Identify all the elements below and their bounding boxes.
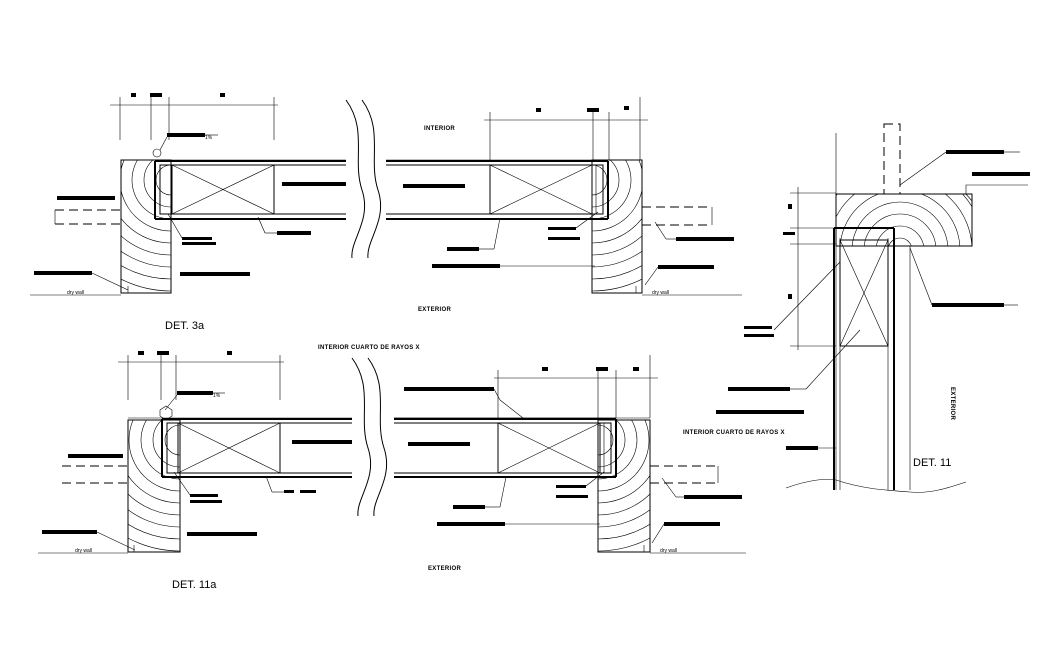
break-line-right-11a — [367, 357, 388, 517]
break-line-left-11a — [351, 357, 372, 517]
detail-title-3a: DET. 3a — [165, 320, 205, 332]
label-interior-top: INTERIOR — [424, 126, 455, 132]
break-mask-11a — [352, 354, 394, 524]
left-jamb-11a — [38, 419, 181, 554]
callouts-3a — [34, 133, 734, 291]
label-exterior-vertical: EXTERIOR — [949, 387, 955, 420]
right-jamb-11a — [597, 419, 746, 554]
dimension-lines-11a — [118, 351, 658, 418]
right-jamb-3a — [591, 159, 742, 296]
label-dry-wall-3a-right: dry wall — [652, 290, 669, 296]
label-exterior-3a: EXTERIOR — [418, 307, 451, 313]
detail-11: INTERIOR CUARTO DE RAYOS X EXTERIOR DET.… — [683, 123, 1030, 493]
break-mask-3a — [346, 96, 386, 264]
dimension-lines-3a — [110, 93, 648, 160]
label-slope-3a: 1% — [205, 135, 213, 141]
label-dry-wall-11a-left: dry wall — [75, 548, 92, 554]
detail-11a: EXTERIOR 1% dry wall dry wall DET. 11a — [38, 351, 746, 591]
section-heading: INTERIOR CUARTO DE RAYOS X — [318, 345, 420, 351]
callouts-11a — [42, 387, 742, 551]
break-line-left-3a — [345, 99, 366, 259]
detail-title-11a: DET. 11a — [172, 579, 217, 591]
label-interior-right: INTERIOR CUARTO DE RAYOS X — [683, 430, 785, 436]
break-line-right-3a — [361, 99, 382, 259]
label-dry-wall-11a-right: dry wall — [660, 548, 677, 554]
label-dry-wall-3a-left: dry wall — [67, 290, 84, 296]
label-exterior-11a: EXTERIOR — [428, 566, 461, 572]
detail-3a: INTERIOR EXTERIOR 1% dry wall dry wall D… — [30, 93, 742, 332]
label-slope-11a: 1% — [213, 393, 221, 399]
detail-title-11: DET. 11 — [913, 457, 951, 469]
